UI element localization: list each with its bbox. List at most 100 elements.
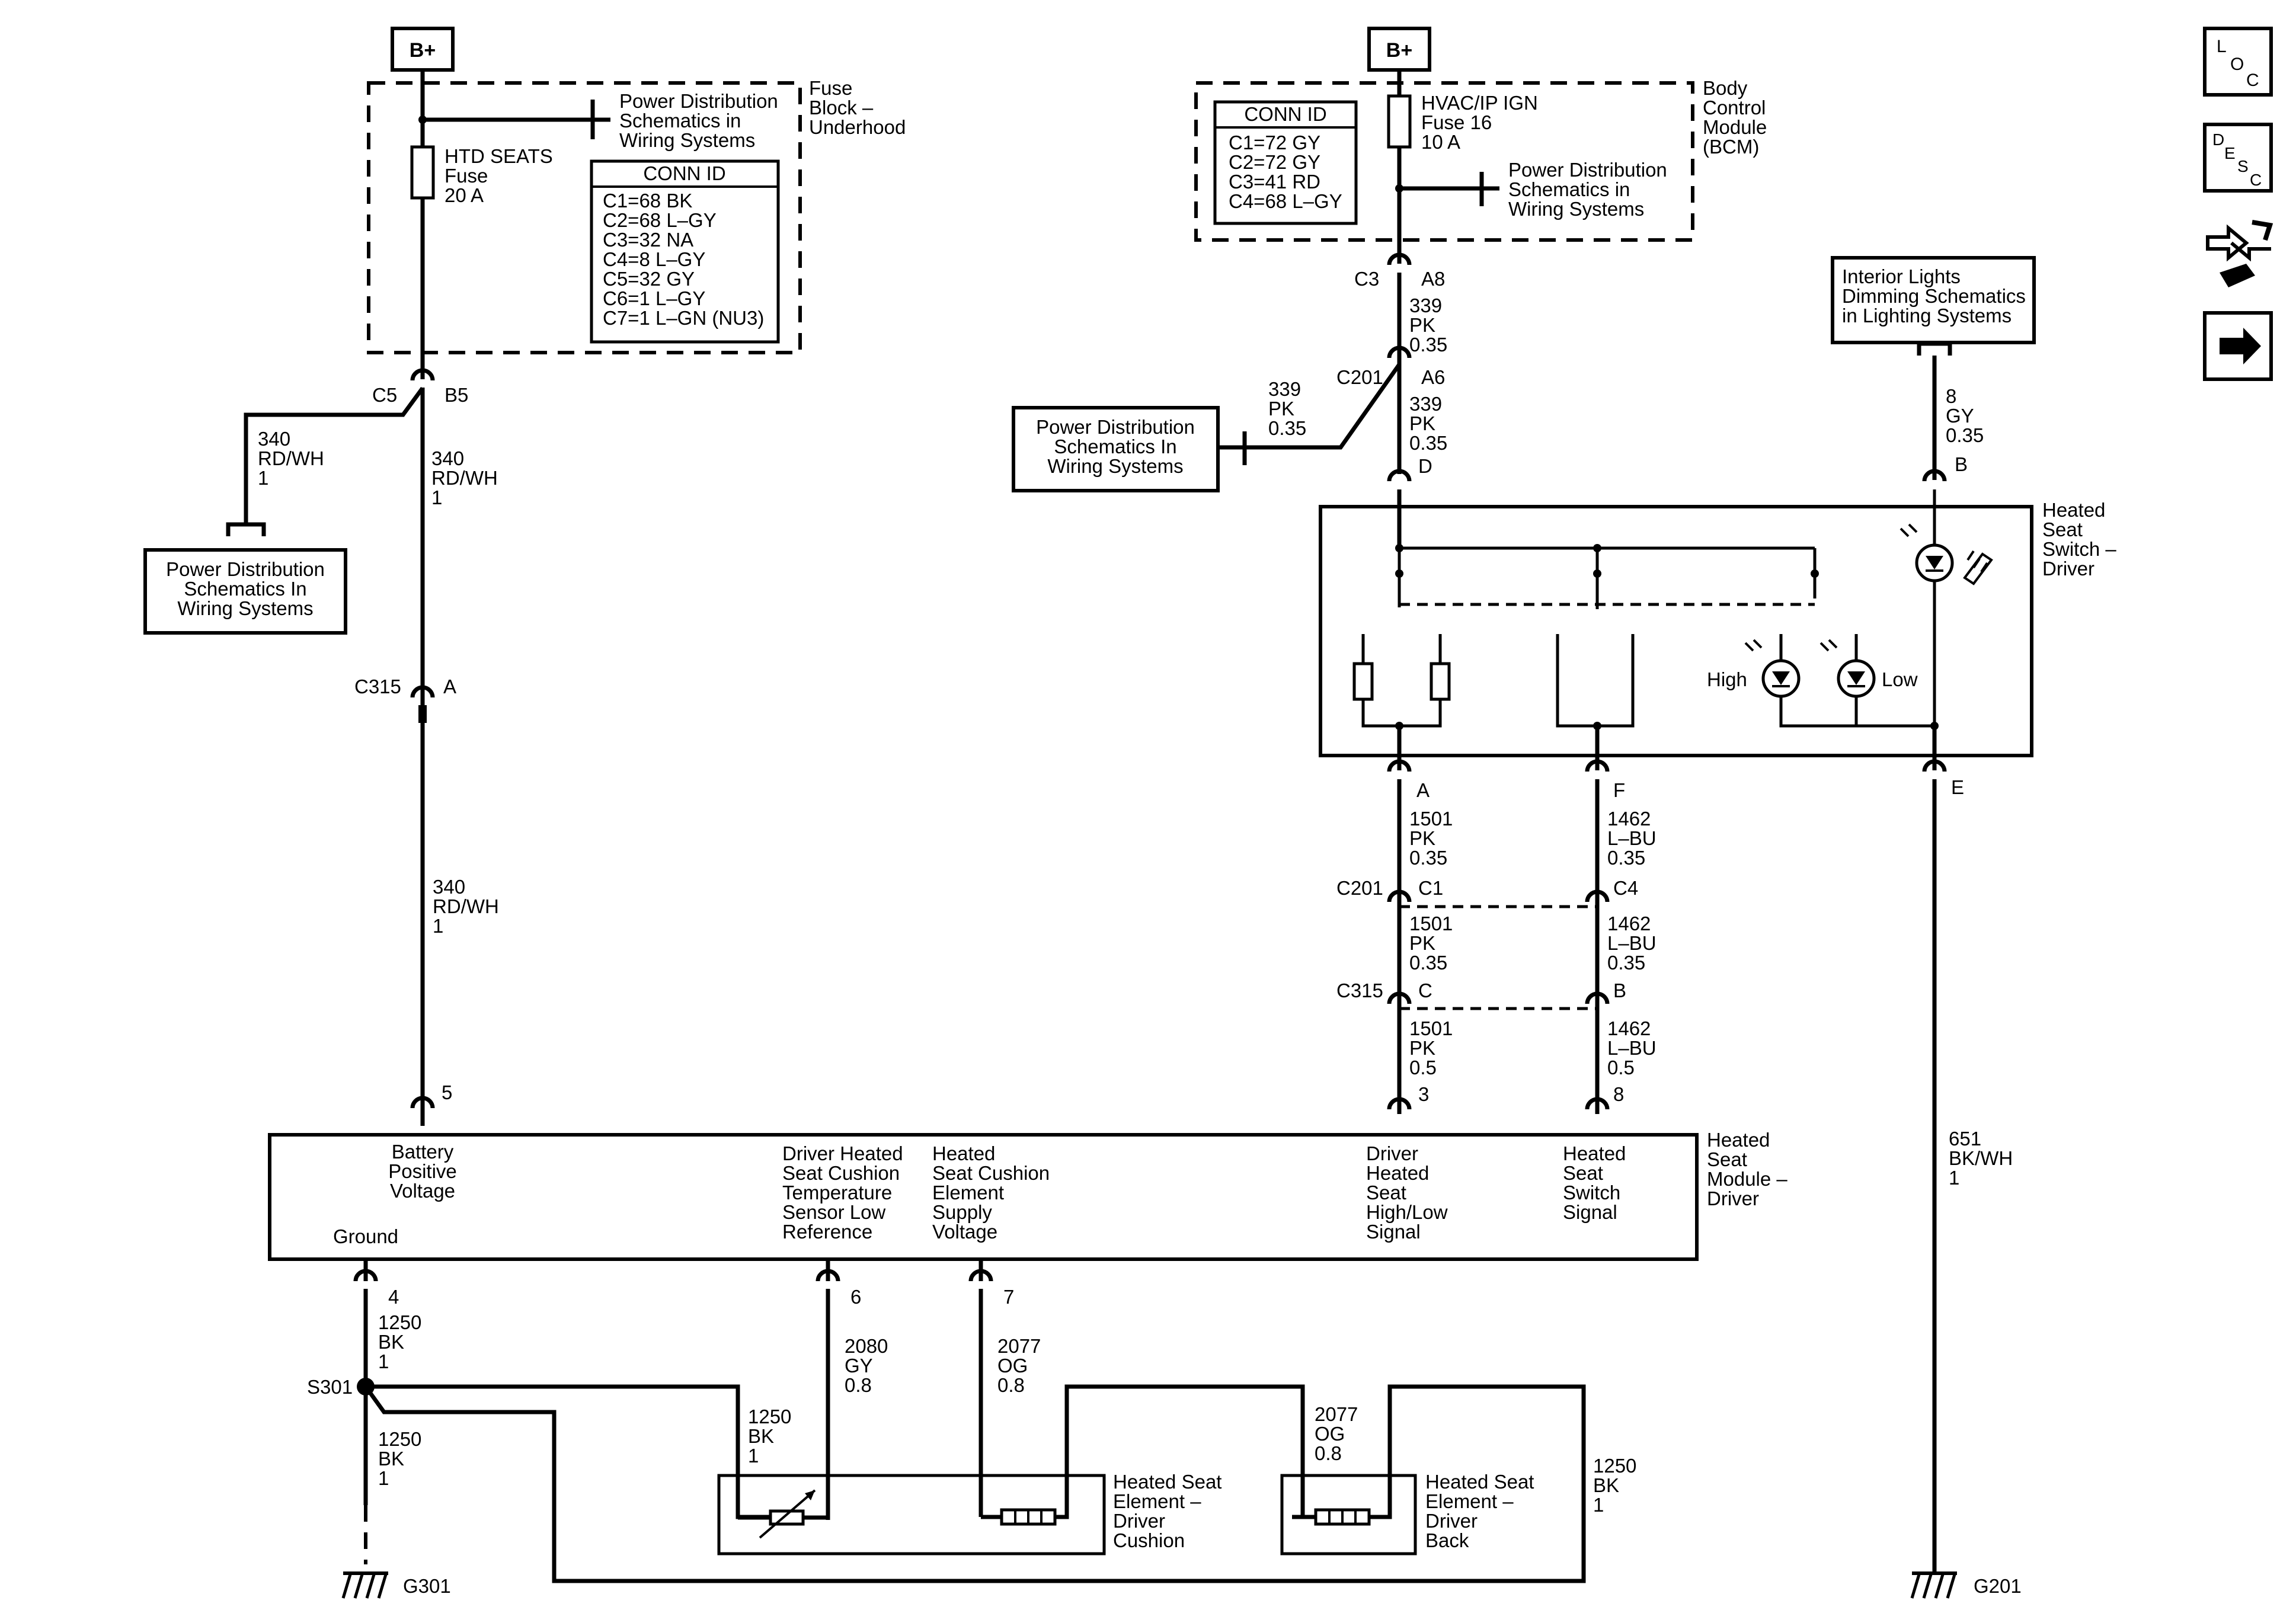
svg-text:Signal: Signal [1563, 1201, 1617, 1223]
svg-text:Battery: Battery [392, 1141, 454, 1163]
svg-text:1250: 1250 [1593, 1455, 1636, 1477]
svg-text:Interior Lights: Interior Lights [1842, 265, 1961, 287]
svg-text:339: 339 [1409, 295, 1442, 316]
pd-ref-left-box[interactable]: Power Distribution Schematics In Wiring … [143, 548, 347, 635]
svg-text:Supply: Supply [932, 1201, 992, 1223]
wire-340-lower-label: 340 RD/WH 1 [433, 876, 499, 937]
svg-text:Seat: Seat [1707, 1148, 1747, 1170]
htd-seats-fuse-label: HTD SEATS Fuse 20 A [445, 145, 553, 206]
svg-text:1462: 1462 [1607, 808, 1651, 830]
wire-1462-c-label: 1462 L–BU 0.5 [1607, 1017, 1657, 1078]
svg-text:Wiring Systems: Wiring Systems [1508, 198, 1644, 220]
svg-text:C3=41 RD: C3=41 RD [1229, 171, 1320, 193]
svg-text:Schematics in: Schematics in [1508, 178, 1630, 200]
wire-2080-label: 2080 GY 0.8 [845, 1335, 888, 1396]
loc-icon[interactable]: L O C [2203, 27, 2273, 97]
svg-text:Signal: Signal [1366, 1221, 1421, 1243]
svg-text:651: 651 [1949, 1128, 1981, 1150]
hvac-fuse-label: HVAC/IP IGN Fuse 16 10 A [1421, 92, 1538, 153]
bcm-module [1194, 81, 1694, 242]
heated-seat-module-driver[interactable] [268, 1133, 1699, 1261]
battery-positive-voltage-label: Battery Positive Voltage [388, 1141, 457, 1202]
svg-text:Power Distribution: Power Distribution [619, 90, 778, 112]
svg-text:A6: A6 [1421, 366, 1445, 388]
svg-text:Heated Seat: Heated Seat [1113, 1471, 1221, 1493]
svg-text:Seat: Seat [2042, 518, 2083, 540]
battery-plus-left: B+ [391, 27, 455, 72]
svg-text:1250: 1250 [748, 1406, 791, 1427]
connector-tool-icon[interactable] [2206, 220, 2273, 287]
wire-1250-c-label: 1250 BK 1 [748, 1406, 791, 1467]
svg-text:CONN ID: CONN ID [643, 162, 725, 184]
heated-seat-switch-driver[interactable] [1319, 505, 2033, 757]
pd-ref-bcm[interactable]: Power Distribution Schematics in Wiring … [1508, 159, 1667, 220]
svg-text:PK: PK [1268, 398, 1294, 420]
svg-text:5: 5 [442, 1081, 452, 1103]
svg-text:Driver: Driver [2042, 558, 2094, 580]
svg-text:Seat: Seat [1563, 1162, 1603, 1184]
svg-text:L–BU: L–BU [1607, 932, 1657, 954]
svg-text:Fuse: Fuse [809, 77, 852, 99]
svg-text:C4=68 L–GY: C4=68 L–GY [1229, 190, 1342, 212]
svg-text:3: 3 [1418, 1083, 1429, 1105]
svg-text:A8: A8 [1421, 268, 1445, 290]
svg-text:G201: G201 [1974, 1575, 2022, 1597]
svg-text:Voltage: Voltage [932, 1221, 997, 1243]
svg-text:B+: B+ [1386, 39, 1412, 62]
svg-text:Heated: Heated [1563, 1142, 1626, 1164]
svg-text:340: 340 [258, 428, 290, 450]
pd-ref-fuse-block[interactable]: Power Distribution Schematics in Wiring … [619, 90, 778, 151]
svg-text:Sensor Low: Sensor Low [782, 1201, 885, 1223]
pd-ref-mid-box[interactable]: Power Distribution Schematics In Wiring … [1012, 406, 1220, 492]
svg-text:Driver: Driver [1707, 1188, 1759, 1209]
switch-signal-label: Heated Seat Switch Signal [1563, 1142, 1626, 1223]
svg-text:0.8: 0.8 [997, 1374, 1025, 1396]
svg-text:Element –: Element – [1113, 1490, 1201, 1512]
svg-text:6: 6 [850, 1286, 861, 1308]
svg-text:C3=32 NA: C3=32 NA [603, 229, 693, 251]
svg-text:0.35: 0.35 [1268, 417, 1306, 439]
desc-icon[interactable]: D E S C [2203, 123, 2273, 193]
svg-text:1: 1 [1949, 1167, 1959, 1189]
svg-text:C4=8 L–GY: C4=8 L–GY [603, 248, 705, 270]
fuse-block-underhood [367, 81, 802, 354]
svg-text:BK: BK [378, 1331, 404, 1353]
svg-text:F: F [1613, 779, 1625, 801]
next-arrow-icon[interactable] [2203, 311, 2273, 381]
htd-seats-fuse-icon [410, 145, 435, 200]
svg-text:C201: C201 [1336, 366, 1383, 388]
svg-text:4: 4 [388, 1286, 399, 1308]
seat-backlight-icon [1900, 523, 1993, 585]
svg-text:OG: OG [1315, 1423, 1345, 1445]
wire-1462-b-label: 1462 L–BU 0.35 [1607, 913, 1657, 974]
svg-text:1462: 1462 [1607, 1017, 1651, 1039]
svg-text:Heated Seat: Heated Seat [1425, 1471, 1534, 1493]
svg-text:C1=72 GY: C1=72 GY [1229, 132, 1320, 153]
svg-text:2077: 2077 [1315, 1403, 1358, 1425]
high-indicator-icon [1744, 639, 1801, 698]
svg-text:RD/WH: RD/WH [258, 447, 324, 469]
conn-id-table-fuse-block: CONN ID C1=68 BK C2=68 L–GY C3=32 NA C4=… [590, 159, 780, 344]
svg-text:2080: 2080 [845, 1335, 888, 1357]
svg-text:Reference: Reference [782, 1221, 872, 1243]
svg-text:Power Distribution: Power Distribution [1036, 416, 1195, 438]
svg-text:Driver: Driver [1366, 1142, 1418, 1164]
dimming-ref-box[interactable]: Interior Lights Dimming Schematics in Li… [1831, 256, 2036, 344]
svg-text:B: B [1613, 980, 1626, 1001]
svg-text:2077: 2077 [997, 1335, 1041, 1357]
svg-text:1501: 1501 [1409, 913, 1453, 934]
svg-text:Power Distribution: Power Distribution [166, 558, 325, 580]
cushion-heater-icon [1000, 1508, 1057, 1526]
low-indicator-icon [1819, 639, 1876, 698]
svg-text:Body: Body [1703, 77, 1748, 99]
svg-text:HVAC/IP IGN: HVAC/IP IGN [1421, 92, 1538, 114]
svg-text:0.35: 0.35 [1409, 847, 1447, 869]
svg-text:C2=72 GY: C2=72 GY [1229, 151, 1320, 173]
svg-text:C201: C201 [1336, 877, 1383, 899]
svg-text:PK: PK [1409, 932, 1435, 954]
svg-text:BK: BK [378, 1448, 404, 1470]
svg-text:High/Low: High/Low [1366, 1201, 1448, 1223]
svg-text:E: E [2224, 144, 2236, 162]
wire-2077-a-label: 2077 OG 0.8 [997, 1335, 1041, 1396]
svg-text:0.5: 0.5 [1607, 1057, 1635, 1078]
